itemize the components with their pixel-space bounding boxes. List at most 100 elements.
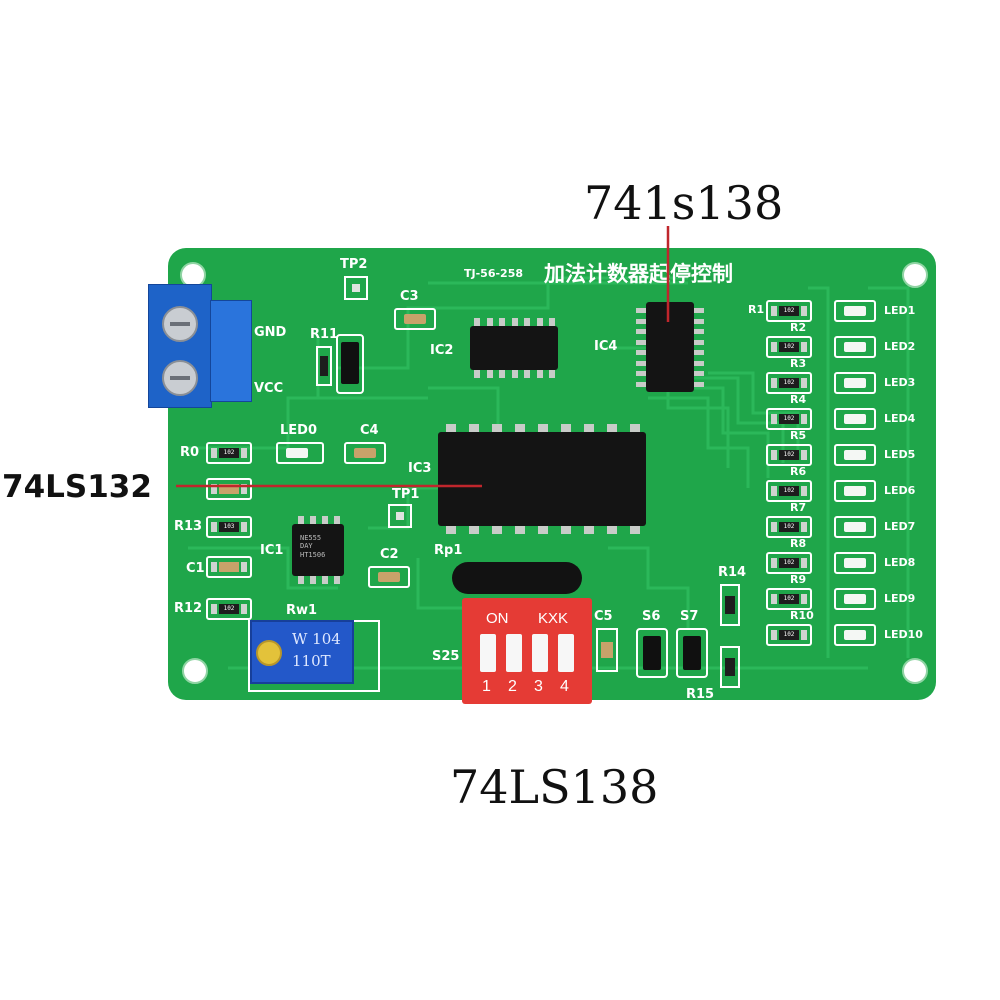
ic-pin bbox=[636, 381, 646, 387]
ic-pin bbox=[515, 526, 525, 534]
bottom-caption: 74LS138 bbox=[450, 760, 659, 814]
ic-pin bbox=[538, 424, 548, 432]
r0-label: R0 bbox=[180, 445, 200, 460]
resistor: 102 bbox=[766, 624, 812, 646]
dip-position-label: 2 bbox=[508, 678, 517, 695]
ic1-label: IC1 bbox=[260, 543, 284, 558]
power-jumper bbox=[336, 334, 364, 394]
tp2-pad bbox=[344, 276, 368, 300]
c5-capacitor bbox=[596, 628, 618, 672]
ic-pin bbox=[636, 339, 646, 345]
ic-pin bbox=[511, 370, 518, 378]
r13-resistor: 103 bbox=[206, 516, 252, 538]
r0-resistor: 102 bbox=[206, 442, 252, 464]
ic-pin bbox=[310, 576, 316, 584]
ic-pin bbox=[584, 526, 594, 534]
dip-lever[interactable] bbox=[532, 634, 548, 672]
ic-pin bbox=[298, 576, 304, 584]
r12-resistor: 102 bbox=[206, 598, 252, 620]
led-label: LED6 bbox=[884, 484, 916, 497]
resistor-label: R10 bbox=[790, 609, 814, 622]
r15-label: R15 bbox=[686, 687, 715, 700]
r11-label: R11 bbox=[310, 327, 339, 342]
resistor-label: R4 bbox=[790, 393, 807, 406]
mounting-hole-bottom-right bbox=[902, 658, 928, 684]
mounting-hole-bottom-left bbox=[182, 658, 208, 684]
resistor-label: R3 bbox=[790, 357, 807, 370]
led-label: LED1 bbox=[884, 304, 916, 317]
led bbox=[834, 300, 876, 322]
ic-pin bbox=[486, 370, 493, 378]
ic2-label: IC2 bbox=[430, 343, 454, 358]
board-title: 加法计数器起停控制 bbox=[544, 262, 733, 286]
ic-pin bbox=[298, 516, 304, 524]
r13-label: R13 bbox=[174, 519, 203, 534]
screw-terminal bbox=[148, 284, 252, 408]
ic-pin bbox=[636, 318, 646, 324]
s7-label: S7 bbox=[680, 609, 699, 624]
ic-pin bbox=[694, 329, 704, 334]
led bbox=[834, 444, 876, 466]
ic3-chip bbox=[438, 432, 646, 526]
resistor-label: R7 bbox=[790, 501, 807, 514]
resistor: 102 bbox=[766, 480, 812, 502]
vcc-label: VCC bbox=[254, 381, 284, 396]
ic-pin bbox=[486, 318, 493, 326]
r14-resistor bbox=[720, 584, 740, 626]
ic-pin bbox=[561, 424, 571, 432]
s6-label: S6 bbox=[642, 609, 661, 624]
ic-pin bbox=[492, 526, 502, 534]
ic-pin bbox=[334, 576, 340, 584]
ic-pin bbox=[636, 360, 646, 366]
c4-label: C4 bbox=[360, 423, 379, 438]
ic-pin bbox=[630, 424, 640, 432]
r11-resistor bbox=[316, 346, 332, 386]
annotation-top-label: 741s138 bbox=[584, 176, 784, 230]
led bbox=[834, 588, 876, 610]
mounting-hole-top-right bbox=[902, 262, 928, 288]
s7-jumper bbox=[676, 628, 708, 678]
ic-pin bbox=[694, 339, 704, 345]
s25-label: S25 bbox=[432, 649, 460, 664]
ic-pin bbox=[694, 371, 704, 376]
ic-pin bbox=[694, 350, 704, 355]
resistor: 102 bbox=[766, 300, 812, 322]
dip-brand-label: KXK bbox=[538, 610, 569, 627]
ic-pin bbox=[492, 424, 502, 432]
tp2-label: TP2 bbox=[340, 257, 368, 272]
dip-lever[interactable] bbox=[558, 634, 574, 672]
resistor-label: R5 bbox=[790, 429, 807, 442]
led-label: LED10 bbox=[884, 628, 923, 641]
ic-pin bbox=[636, 350, 646, 355]
dip-position-label: 4 bbox=[560, 678, 569, 695]
ic-pin bbox=[694, 318, 704, 324]
led-label: LED8 bbox=[884, 556, 916, 569]
ic-pin bbox=[469, 424, 479, 432]
potentiometer-marking-top: W 104 bbox=[292, 630, 341, 648]
c4-capacitor bbox=[344, 442, 386, 464]
ic-pin bbox=[607, 424, 617, 432]
ic-pin bbox=[694, 381, 704, 387]
ic-pin bbox=[469, 526, 479, 534]
board-id: TJ-56-258 bbox=[464, 267, 523, 280]
resistor: 102 bbox=[766, 444, 812, 466]
ic-pin bbox=[446, 526, 456, 534]
potentiometer-marking-bottom: 110T bbox=[292, 652, 331, 670]
c2-label: C2 bbox=[380, 547, 399, 562]
dip-lever[interactable] bbox=[506, 634, 522, 672]
led-label: LED7 bbox=[884, 520, 916, 533]
dip-position-label: 3 bbox=[534, 678, 543, 695]
ic-pin bbox=[536, 370, 543, 378]
ic-pin bbox=[630, 526, 640, 534]
led bbox=[834, 480, 876, 502]
rw1-label: Rw1 bbox=[286, 603, 318, 618]
resistor-label: R6 bbox=[790, 465, 807, 478]
ic3-label: IC3 bbox=[408, 461, 432, 476]
c3-label: C3 bbox=[400, 289, 419, 304]
s6-jumper bbox=[636, 628, 668, 678]
resistor: 102 bbox=[766, 588, 812, 610]
dip-lever[interactable] bbox=[480, 634, 496, 672]
rp1-label: Rp1 bbox=[434, 543, 463, 558]
ic-pin bbox=[515, 424, 525, 432]
